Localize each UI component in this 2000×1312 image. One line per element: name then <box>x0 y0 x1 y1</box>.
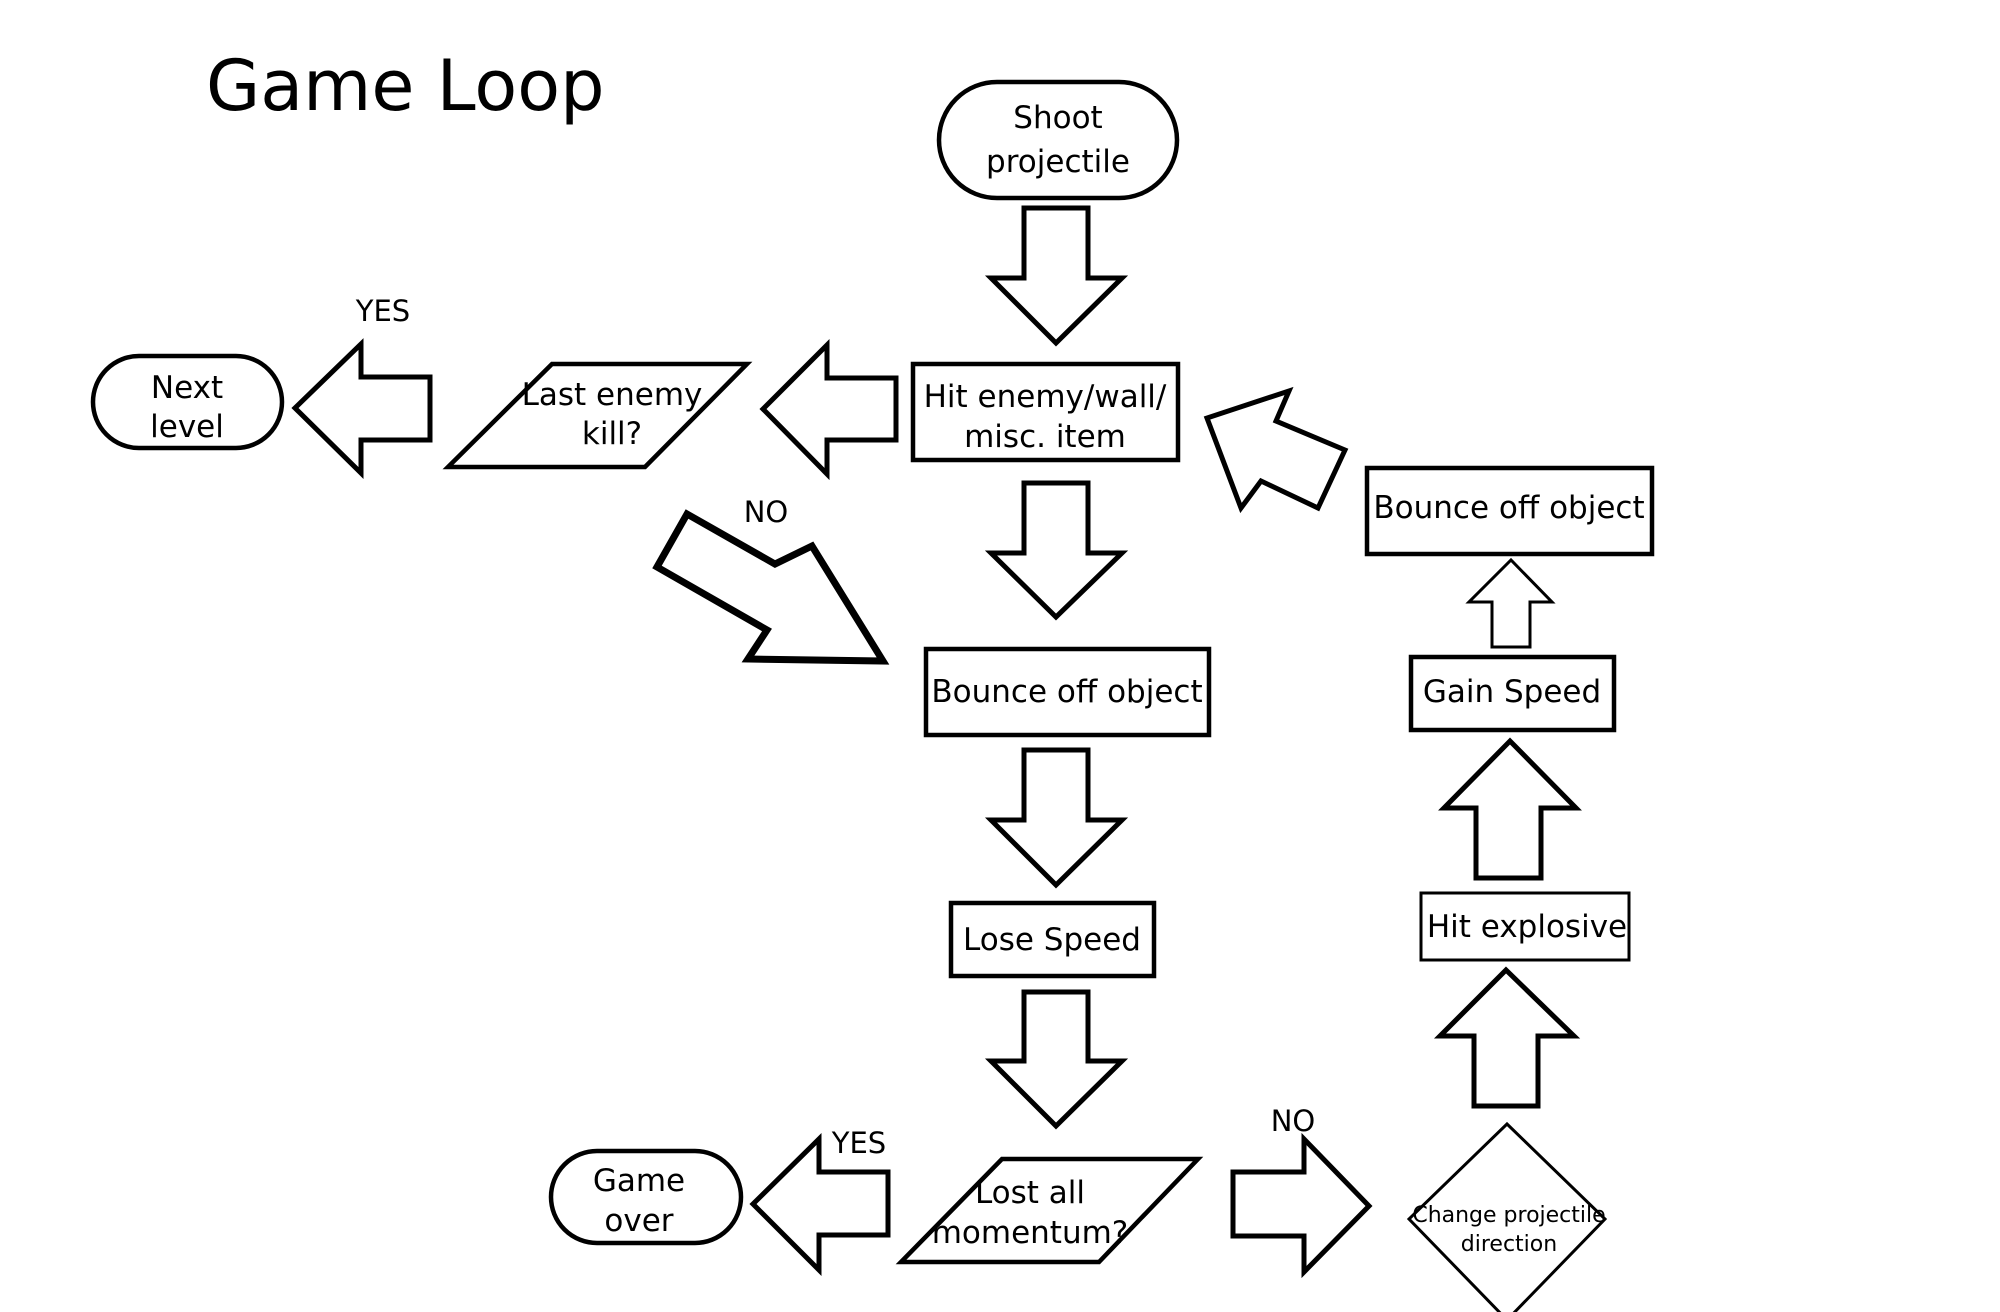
lost-momentum-line1: Lost all <box>975 1175 1085 1211</box>
lose-speed-node: Lose Speed <box>948 900 1157 979</box>
change-direction-line1: Change projectile <box>1412 1203 1605 1228</box>
gain-speed-node: Gain Speed <box>1408 654 1617 733</box>
arrow-momentum-to-change-direction <box>1230 1132 1373 1279</box>
lose-speed-label: Lose Speed <box>963 922 1141 958</box>
lost-momentum-line2: momentum? <box>932 1215 1129 1251</box>
last-enemy-kill-node: Last enemy kill? <box>442 361 753 470</box>
arrow-lose-speed-to-momentum <box>984 989 1129 1130</box>
page-title: Game Loop <box>206 45 605 127</box>
last-enemy-line2: kill? <box>582 416 642 452</box>
shoot-projectile-line1: Shoot <box>1013 100 1102 136</box>
change-direction-line2: direction <box>1461 1232 1557 1257</box>
change-direction-node: Change projectile direction <box>1406 1121 1608 1312</box>
next-level-node: Next level <box>90 353 285 451</box>
arrow-bounce-to-lose-speed <box>984 747 1129 889</box>
no-label-middle: NO <box>744 495 789 529</box>
arrow-change-direction-to-explosive <box>1433 966 1581 1109</box>
shoot-projectile-line2: projectile <box>986 144 1130 180</box>
lost-momentum-node: Lost all momentum? <box>895 1156 1204 1265</box>
arrow-last-enemy-no-to-bounce <box>652 509 890 665</box>
hit-enemy-node: Hit enemy/wall/ misc. item <box>910 361 1181 463</box>
game-over-line2: over <box>604 1203 673 1239</box>
hit-enemy-line1: Hit enemy/wall/ <box>924 379 1167 415</box>
next-level-line2: level <box>150 409 224 445</box>
arrow-momentum-to-game-over <box>749 1133 891 1277</box>
last-enemy-line1: Last enemy <box>522 377 703 413</box>
shoot-projectile-node: Shoot projectile <box>936 79 1180 201</box>
arrow-gain-speed-to-bounce <box>1465 557 1556 649</box>
arrow-hit-to-last-enemy <box>759 338 899 481</box>
arrow-shoot-to-hit <box>984 205 1129 347</box>
yes-label-top: YES <box>355 294 410 328</box>
game-over-line1: Game <box>593 1163 685 1199</box>
arrow-hit-to-bounce <box>984 480 1129 621</box>
no-label-bottom: NO <box>1271 1104 1316 1138</box>
arrow-last-enemy-to-next-level <box>291 338 433 479</box>
bounce-right-node: Bounce off object <box>1364 465 1655 557</box>
hit-explosive-label: Hit explosive <box>1427 909 1627 945</box>
game-over-node: Game over <box>548 1148 744 1246</box>
bounce-center-node: Bounce off object <box>923 646 1212 738</box>
hit-explosive-node: Hit explosive <box>1419 891 1631 962</box>
arrow-bounce-right-to-hit <box>1203 386 1349 514</box>
arrow-explosive-to-gain-speed <box>1438 737 1582 881</box>
hit-enemy-line2: misc. item <box>964 419 1126 455</box>
bounce-center-label: Bounce off object <box>931 674 1202 710</box>
next-level-line1: Next <box>151 370 223 406</box>
gain-speed-label: Gain Speed <box>1423 674 1601 710</box>
yes-label-bottom: YES <box>831 1126 886 1160</box>
bounce-right-label: Bounce off object <box>1373 490 1644 526</box>
